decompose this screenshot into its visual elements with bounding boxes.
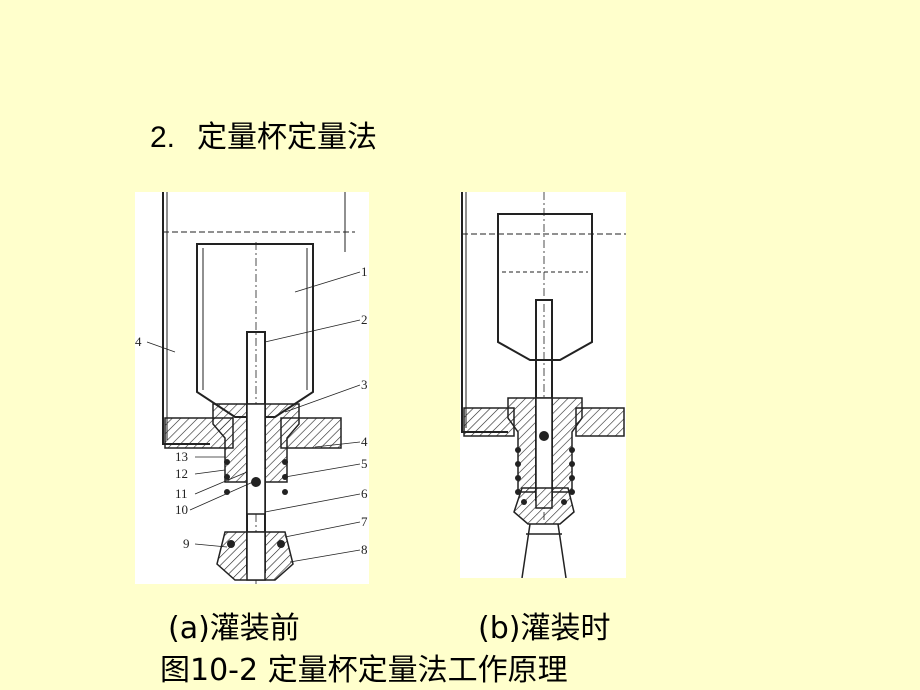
figure-b-drawing [461, 192, 626, 578]
caption-b: (b)灌装时 [478, 611, 611, 646]
figure-caption: 图10-2 定量杯定量法工作原理 [160, 653, 568, 688]
heading-title: 定量杯定量法 [197, 120, 378, 155]
label-11: 11 [175, 486, 188, 501]
tank-wall [461, 192, 508, 433]
label-2: 2 [361, 312, 368, 327]
label-7: 7 [361, 514, 368, 529]
figure-b-during-filling [460, 192, 626, 578]
label-12: 12 [175, 466, 188, 481]
slide-heading: 2. 定量杯定量法 [150, 112, 377, 156]
label-13: 13 [175, 449, 188, 464]
measuring-cup [196, 243, 314, 418]
nozzle [513, 487, 575, 525]
label-3: 3 [361, 377, 368, 392]
label-5: 5 [361, 456, 368, 471]
figure-a-drawing: 1 2 3 4 4 5 6 7 8 9 10 11 12 13 [135, 192, 368, 584]
heading-number: 2. [150, 121, 176, 154]
flange-plate [463, 407, 515, 437]
label-9: 9 [183, 536, 190, 551]
label-10: 10 [175, 502, 188, 517]
label-4-right: 4 [361, 434, 368, 449]
label-1: 1 [361, 264, 368, 279]
caption-a: (a)灌装前 [168, 611, 300, 646]
label-4-left: 4 [135, 334, 142, 349]
figure-a-before-filling: 1 2 3 4 4 5 6 7 8 9 10 11 12 13 [135, 192, 369, 584]
label-6: 6 [361, 486, 368, 501]
bottle-neck [521, 523, 567, 578]
measuring-cup [497, 213, 593, 361]
label-8: 8 [361, 542, 368, 557]
